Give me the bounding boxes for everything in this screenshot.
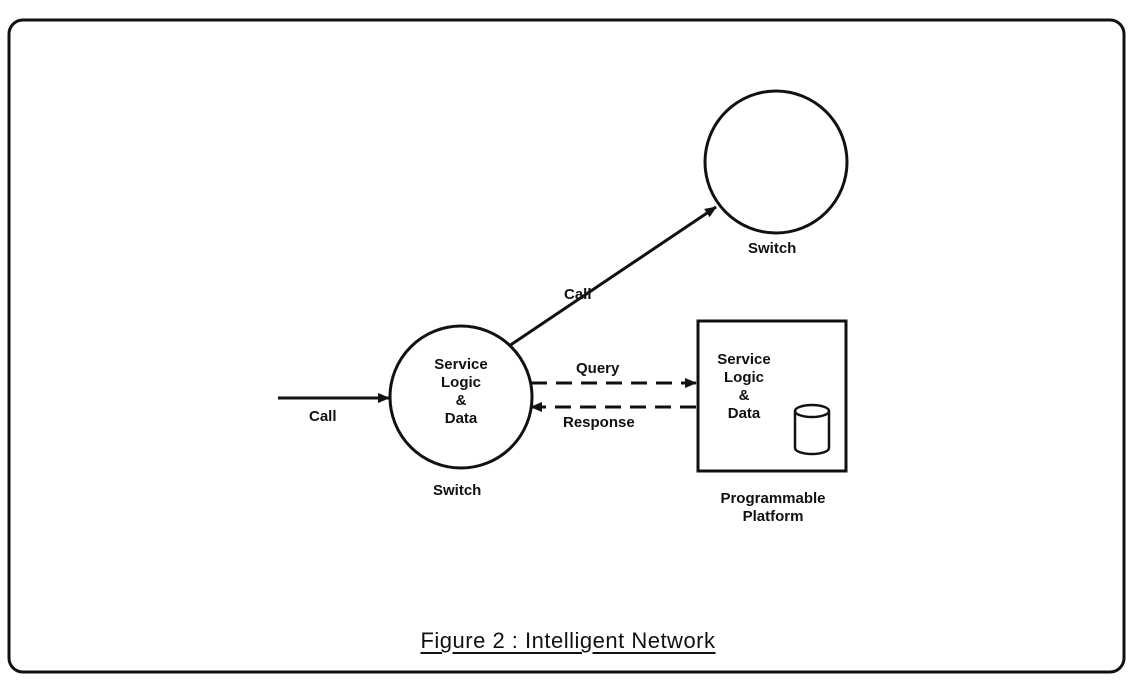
local-switch-text-line: Logic [441, 374, 481, 391]
platform-text-line: Data [727, 405, 761, 422]
top-switch-circle [703, 89, 849, 235]
local-switch-circle [388, 324, 534, 470]
response-label: Response [563, 414, 635, 431]
platform-text-line: & [738, 387, 750, 404]
programmable-platform-line: Programmable [720, 490, 826, 507]
local-switch-text-line: Data [444, 410, 478, 427]
programmable-platform-box [696, 319, 848, 473]
outgoing-call-arrow [508, 205, 717, 348]
database-icon [793, 403, 831, 456]
local-switch-text-line: & [455, 392, 467, 409]
figure-frame [7, 18, 1126, 674]
outgoing-call-label: Call [564, 286, 592, 303]
programmable-platform-label: Programmable Platform [688, 490, 858, 526]
figure-caption-text: Figure 2 : Intelligent Network [420, 628, 716, 653]
local-switch-label: Switch [433, 482, 482, 499]
query-label: Query [576, 360, 620, 377]
local-switch-service-text: Service Logic & Data [411, 356, 511, 428]
platform-service-text: Service Logic & Data [704, 351, 784, 423]
figure-caption: Figure 2 : Intelligent Network [0, 628, 1136, 654]
local-switch-text-line: Service [434, 356, 488, 373]
programmable-platform-line: Platform [742, 508, 804, 525]
incoming-call-label: Call [309, 408, 337, 425]
platform-text-line: Logic [724, 369, 764, 386]
platform-text-line: Service [717, 351, 771, 368]
top-switch-label: Switch [748, 240, 797, 257]
